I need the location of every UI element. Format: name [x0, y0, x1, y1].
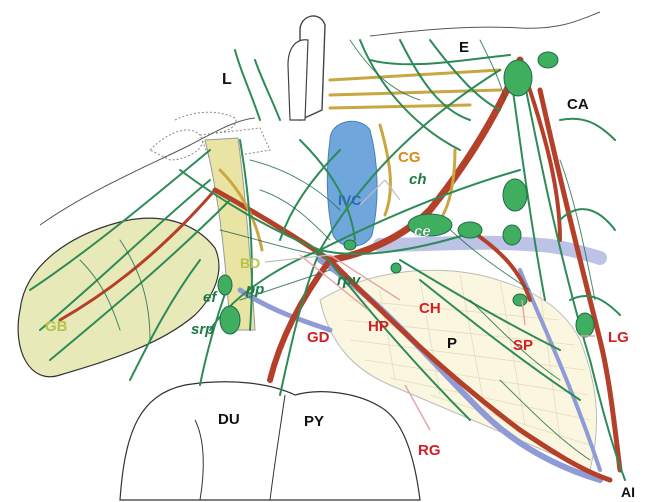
- stomach-outline: [370, 12, 600, 36]
- label-L: L: [222, 71, 232, 88]
- label-LG: LG: [608, 329, 629, 346]
- label-ce: ce: [414, 223, 431, 240]
- label-E: E: [459, 39, 469, 56]
- label-ef: ef: [203, 289, 218, 306]
- label-ch: ch: [409, 171, 427, 188]
- label-BD: BD: [240, 255, 260, 271]
- label-PY: PY: [304, 413, 324, 430]
- label-IVC: IVC: [338, 192, 361, 208]
- label-AI: AI: [621, 484, 635, 500]
- label-GB: GB: [45, 318, 68, 335]
- label-GD: GD: [307, 329, 330, 346]
- label-HP: HP: [368, 318, 389, 335]
- label-pp: pp: [245, 281, 264, 298]
- duodenum: [120, 382, 420, 500]
- label-RG: RG: [418, 442, 441, 459]
- label-CG: CG: [398, 149, 421, 166]
- label-DU: DU: [218, 411, 240, 428]
- label-SP: SP: [513, 337, 533, 354]
- label-CH: CH: [419, 300, 441, 317]
- label-CA: CA: [567, 96, 589, 113]
- portal-tube-inner: [288, 40, 308, 120]
- label-rpv: rpv: [337, 272, 362, 289]
- label-P: P: [447, 335, 457, 352]
- gallbladder: [18, 218, 219, 377]
- label-srp: srp: [191, 321, 214, 338]
